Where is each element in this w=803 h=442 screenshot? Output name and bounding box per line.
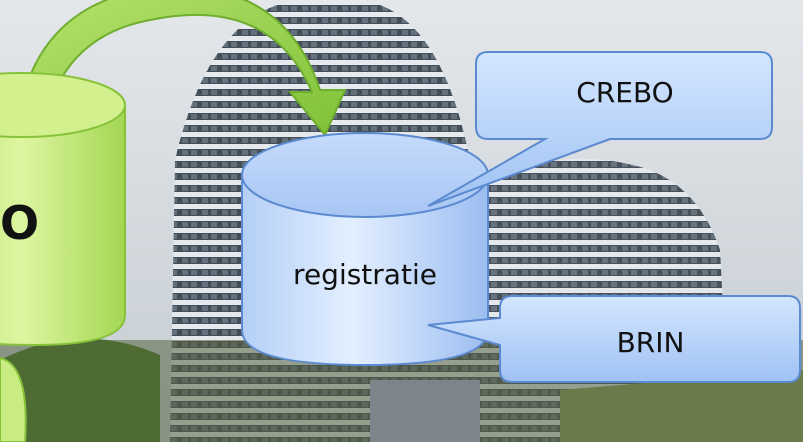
planter-right <box>560 370 803 442</box>
curved-arrow <box>18 0 347 137</box>
brin-callout <box>427 295 801 383</box>
brin-label: BRIN <box>616 326 685 359</box>
database-label: registratie <box>293 258 437 291</box>
crebo-callout <box>427 51 773 207</box>
crebo-label: CREBO <box>576 76 674 109</box>
left-database <box>0 72 126 347</box>
registratie-database <box>241 132 489 367</box>
trees-left <box>0 338 160 442</box>
plaza-path <box>370 380 480 442</box>
left-database-label: O <box>0 196 40 250</box>
